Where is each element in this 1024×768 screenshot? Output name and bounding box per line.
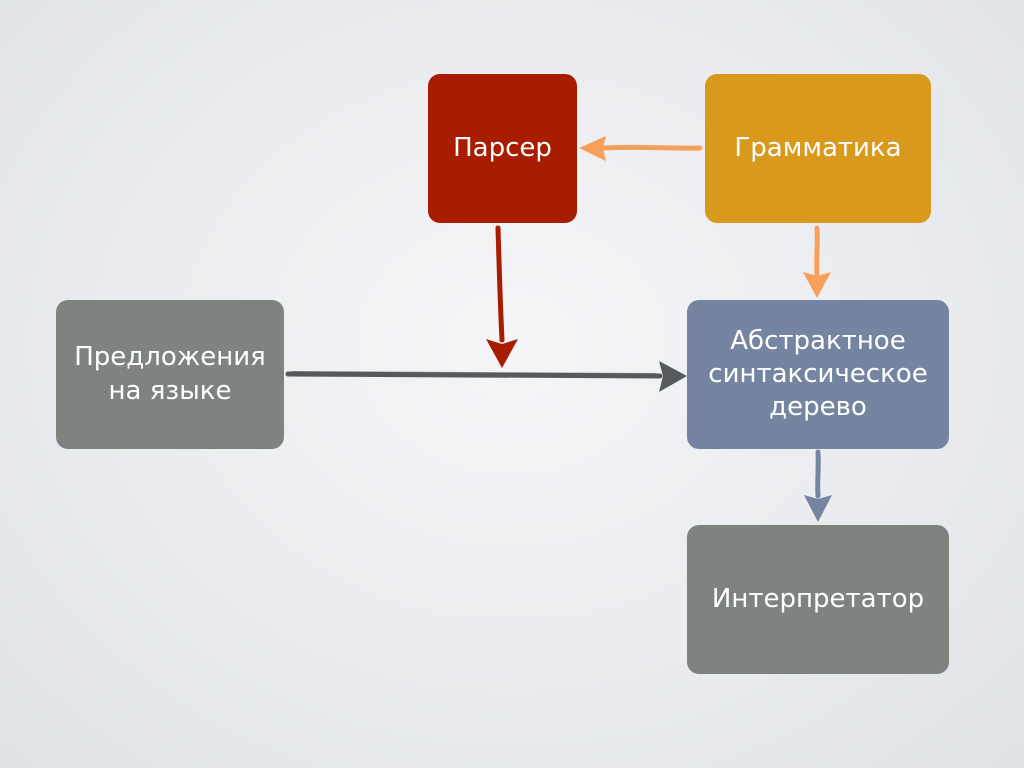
arrow-grammar-to-ast-line [814, 225, 820, 277]
arrow-parser-down [486, 225, 518, 368]
parser-node: Парсер [428, 74, 577, 223]
arrow-ast-to-interpreter-line [815, 449, 821, 499]
arrow-grammar-to-parser-line [601, 144, 703, 151]
arrow-sentences-to-ast-line [285, 371, 663, 379]
grammar-node: Грамматика [705, 74, 931, 223]
arrow-sentences-to-ast [285, 361, 687, 392]
arrow-grammar-to-parser [579, 136, 703, 161]
ast-node: Абстрактное синтаксическое дерево [687, 300, 949, 449]
arrow-grammar-to-parser-head [579, 136, 606, 161]
arrow-grammar-to-ast-head [803, 272, 831, 298]
arrow-grammar-to-ast [803, 225, 831, 298]
interpreter-node: Интерпретатор [687, 525, 949, 674]
arrow-parser-down-line [495, 225, 505, 343]
sentences-node: Предложения на языке [56, 300, 284, 449]
arrow-ast-to-interpreter [804, 449, 832, 522]
arrow-parser-down-head [486, 339, 518, 368]
arrow-sentences-to-ast-head [659, 361, 687, 392]
arrow-sentences-to-ast-line-sketch [291, 371, 656, 375]
arrow-ast-to-interpreter-head [804, 495, 832, 522]
